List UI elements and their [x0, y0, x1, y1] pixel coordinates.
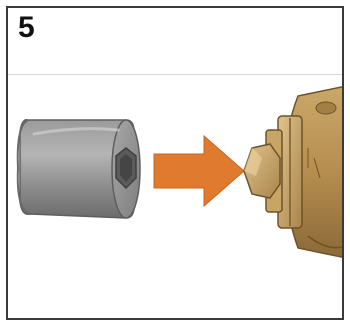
cap-icon	[18, 120, 140, 218]
right-arrow-icon	[154, 136, 244, 206]
instruction-panel: 5	[6, 6, 344, 320]
valve-icon	[244, 86, 344, 258]
illustration	[8, 8, 344, 320]
